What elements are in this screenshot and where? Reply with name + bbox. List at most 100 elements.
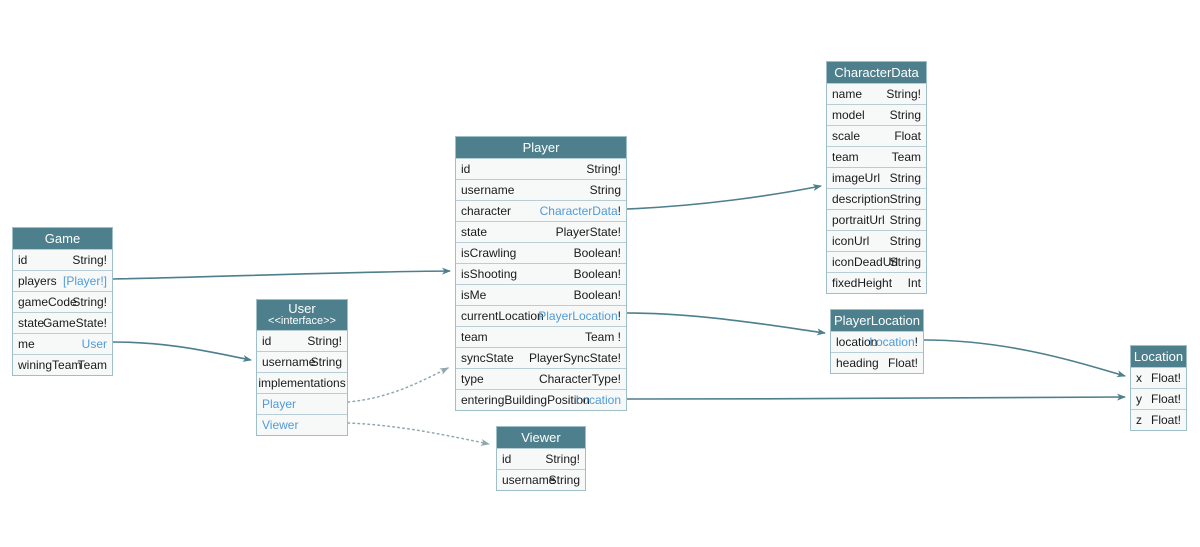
field-type: Float bbox=[894, 129, 921, 143]
edge-game-me-user bbox=[112, 341, 252, 362]
field-type: String! bbox=[586, 162, 621, 176]
entity-title: User bbox=[288, 301, 316, 316]
entity-title: Game bbox=[44, 231, 81, 246]
entity-stereotype: <<interface>> bbox=[268, 315, 336, 327]
field-type: String bbox=[889, 213, 921, 227]
field-type: Float! bbox=[887, 356, 918, 370]
field-name: z bbox=[1136, 413, 1142, 427]
field-type: PlayerState! bbox=[555, 225, 621, 239]
field-type[interactable]: Location! bbox=[869, 332, 918, 352]
field-type: String bbox=[589, 183, 621, 197]
field-row: x Float! bbox=[1131, 367, 1186, 388]
field-type-nonnull: ! bbox=[914, 335, 918, 349]
edge-player-enteringbuildingposition-location bbox=[626, 393, 1126, 401]
entity-title: Location bbox=[1133, 349, 1184, 364]
field-name: id bbox=[18, 253, 28, 267]
field-type[interactable]: CharacterData! bbox=[540, 201, 621, 221]
field-name: username bbox=[262, 355, 316, 369]
edge-player-currentlocation-playerlocation bbox=[626, 312, 826, 336]
field-row: isShooting Boolean! bbox=[456, 263, 626, 284]
edge-user-implements-viewer bbox=[347, 422, 490, 446]
field-row: id String! bbox=[13, 249, 112, 270]
field-type[interactable]: User bbox=[82, 334, 107, 354]
field-type: String bbox=[310, 355, 342, 369]
field-type: String! bbox=[307, 334, 342, 348]
field-type-link[interactable]: User bbox=[81, 337, 107, 351]
field-type: Float! bbox=[1150, 371, 1181, 385]
field-type[interactable]: [Player!] bbox=[63, 271, 107, 291]
field-name: x bbox=[1136, 371, 1142, 385]
field-row: z Float! bbox=[1131, 409, 1186, 430]
field-name: gameCode bbox=[18, 295, 77, 309]
field-type: Team bbox=[891, 150, 921, 164]
field-name: description bbox=[832, 192, 891, 206]
field-name: id bbox=[461, 162, 471, 176]
field-type: Boolean! bbox=[573, 267, 621, 281]
field-type-link[interactable]: PlayerLocation bbox=[538, 309, 618, 323]
field-name: state bbox=[18, 316, 45, 330]
field-type: String bbox=[548, 473, 580, 487]
field-row[interactable]: character CharacterData! bbox=[456, 200, 626, 221]
field-type: String bbox=[889, 171, 921, 185]
field-name: players bbox=[18, 274, 57, 288]
implementation-row[interactable]: Viewer bbox=[257, 414, 347, 435]
field-type-link[interactable]: CharacterData bbox=[539, 204, 618, 218]
field-type: Float! bbox=[1150, 392, 1181, 406]
field-name: location bbox=[836, 335, 878, 349]
field-type: Float! bbox=[1150, 413, 1181, 427]
entity-title: CharacterData bbox=[834, 65, 919, 80]
field-name: Viewer bbox=[262, 418, 299, 432]
field-type-link[interactable]: Location bbox=[575, 393, 621, 407]
entity-header-user: User<<interface>> bbox=[257, 300, 347, 330]
edge-user-implements-player bbox=[347, 367, 449, 403]
field-row: id String! bbox=[456, 158, 626, 179]
field-type[interactable]: Location bbox=[576, 390, 621, 410]
field-type: String bbox=[889, 234, 921, 248]
field-name: type bbox=[461, 372, 484, 386]
field-name: iconUrl bbox=[832, 234, 870, 248]
field-row[interactable]: players [Player!] bbox=[13, 270, 112, 291]
edge-game-players-player bbox=[112, 267, 451, 280]
field-type-link[interactable]: Location bbox=[869, 335, 915, 349]
field-name: username bbox=[461, 183, 515, 197]
entity-header-location: Location bbox=[1131, 346, 1186, 367]
field-type: String! bbox=[72, 253, 107, 267]
edge-playerlocation-location-location bbox=[923, 339, 1126, 378]
field-name: portraitUrl bbox=[832, 213, 885, 227]
entity-header-characterdata: CharacterData bbox=[827, 62, 926, 83]
field-name: isShooting bbox=[461, 267, 518, 281]
implementation-row[interactable]: Player bbox=[257, 393, 347, 414]
field-name: character bbox=[461, 204, 512, 218]
field-name: iconDeadUrl bbox=[832, 255, 899, 269]
field-name: winingTeam bbox=[18, 358, 82, 372]
field-name: Player bbox=[262, 397, 297, 411]
field-type-link[interactable]: [Player!] bbox=[62, 274, 107, 288]
field-type[interactable]: PlayerLocation! bbox=[538, 306, 621, 326]
field-name: currentLocation bbox=[461, 309, 544, 323]
